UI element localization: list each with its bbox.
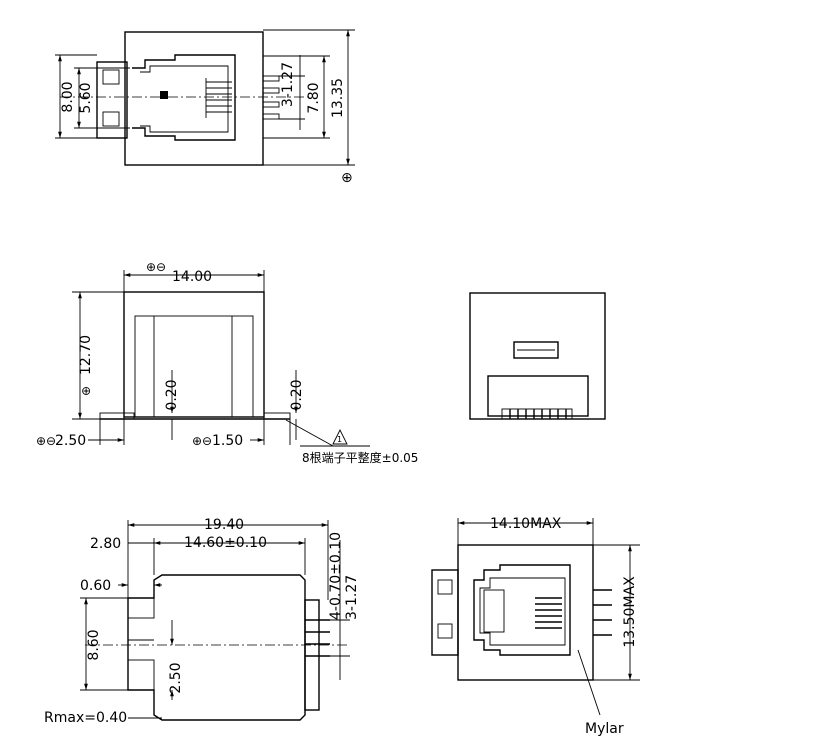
side-dim-offset: 2.50 [168,662,184,693]
svg-text:1: 1 [337,435,342,444]
top-dim-width: 8.00 [60,81,76,112]
top-view: 8.00 5.60 3-1.27 7.80 13.35 ⊕ [55,29,355,186]
back-contacts [535,597,562,629]
top-dim-pin-span: 7.80 [306,82,322,113]
front-right-mark: ⊕⊖ [192,434,212,448]
back-view: 14.10MAX 13.50MAX Mylar [431,516,640,737]
front-clear-right: 0.20 [289,379,305,410]
side-dim-flange: 2.80 [90,536,121,552]
side-dim-pin-pitch: 3-1.27 [344,575,360,620]
top-ref-mark: ⊕ [341,170,353,186]
front-left-offset: 2.50 [55,433,86,449]
front-view: ⊕⊖ 14.00 12.70 ⊕ 0.20 0.20 ⊕⊖ 2.50 ⊕⊖ 1.… [36,260,418,465]
side-dim-overall: 19.40 [204,517,244,533]
side-dim-height: 8.60 [86,629,102,660]
top-dim-pitch: 3-1.27 [280,62,296,107]
front-clear-left: 0.20 [164,379,180,410]
front-left-mark: ⊕⊖ [36,434,56,448]
back-dim-height: 13.50MAX [622,576,638,648]
front-width-mark: ⊕⊖ [146,260,166,274]
front-right-offset: 1.50 [212,433,243,449]
side-dim-body: 14.60±0.10 [184,535,267,551]
front-dim-width: 14.00 [172,269,212,285]
side-dim-pin-width: 4-0.70±0.10 [328,532,344,620]
back-material-label: Mylar [585,721,624,737]
top-dim-inner: 5.60 [78,82,94,113]
pin-row [501,408,573,420]
side-radius: Rmax=0.40 [44,710,127,726]
side-dim-tab: 0.60 [80,578,111,594]
side-view: 19.40 14.60±0.10 2.80 0.60 8.60 2.50 4-0… [44,517,360,726]
contact-group [206,81,232,113]
front-coplanarity: 8根端子平整度±0.05 [302,450,418,465]
rear-view [469,292,606,420]
front-height-mark: ⊕ [79,386,93,396]
top-dim-length: 13.35 [330,78,346,118]
front-dim-height: 12.70 [78,335,94,375]
back-dim-width: 14.10MAX [490,516,562,532]
